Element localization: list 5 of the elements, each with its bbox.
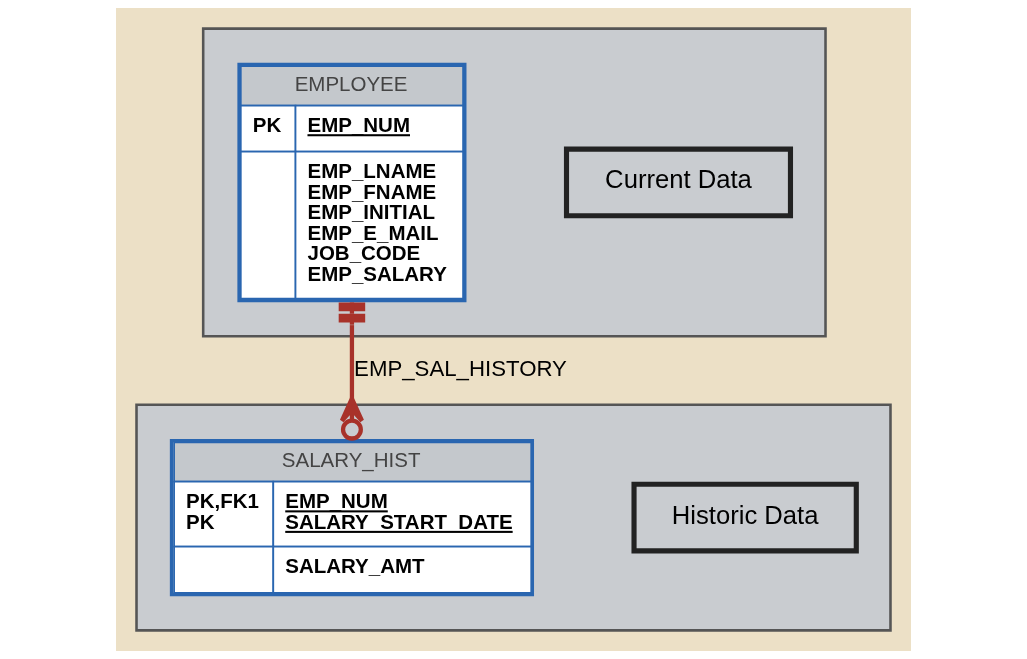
node-box: Current Data	[563, 146, 794, 219]
edge-label: EMP_SAL_HISTORY	[354, 356, 567, 382]
cluster	[135, 403, 892, 632]
node-box: Historic Data	[631, 481, 859, 554]
cluster	[201, 27, 827, 338]
